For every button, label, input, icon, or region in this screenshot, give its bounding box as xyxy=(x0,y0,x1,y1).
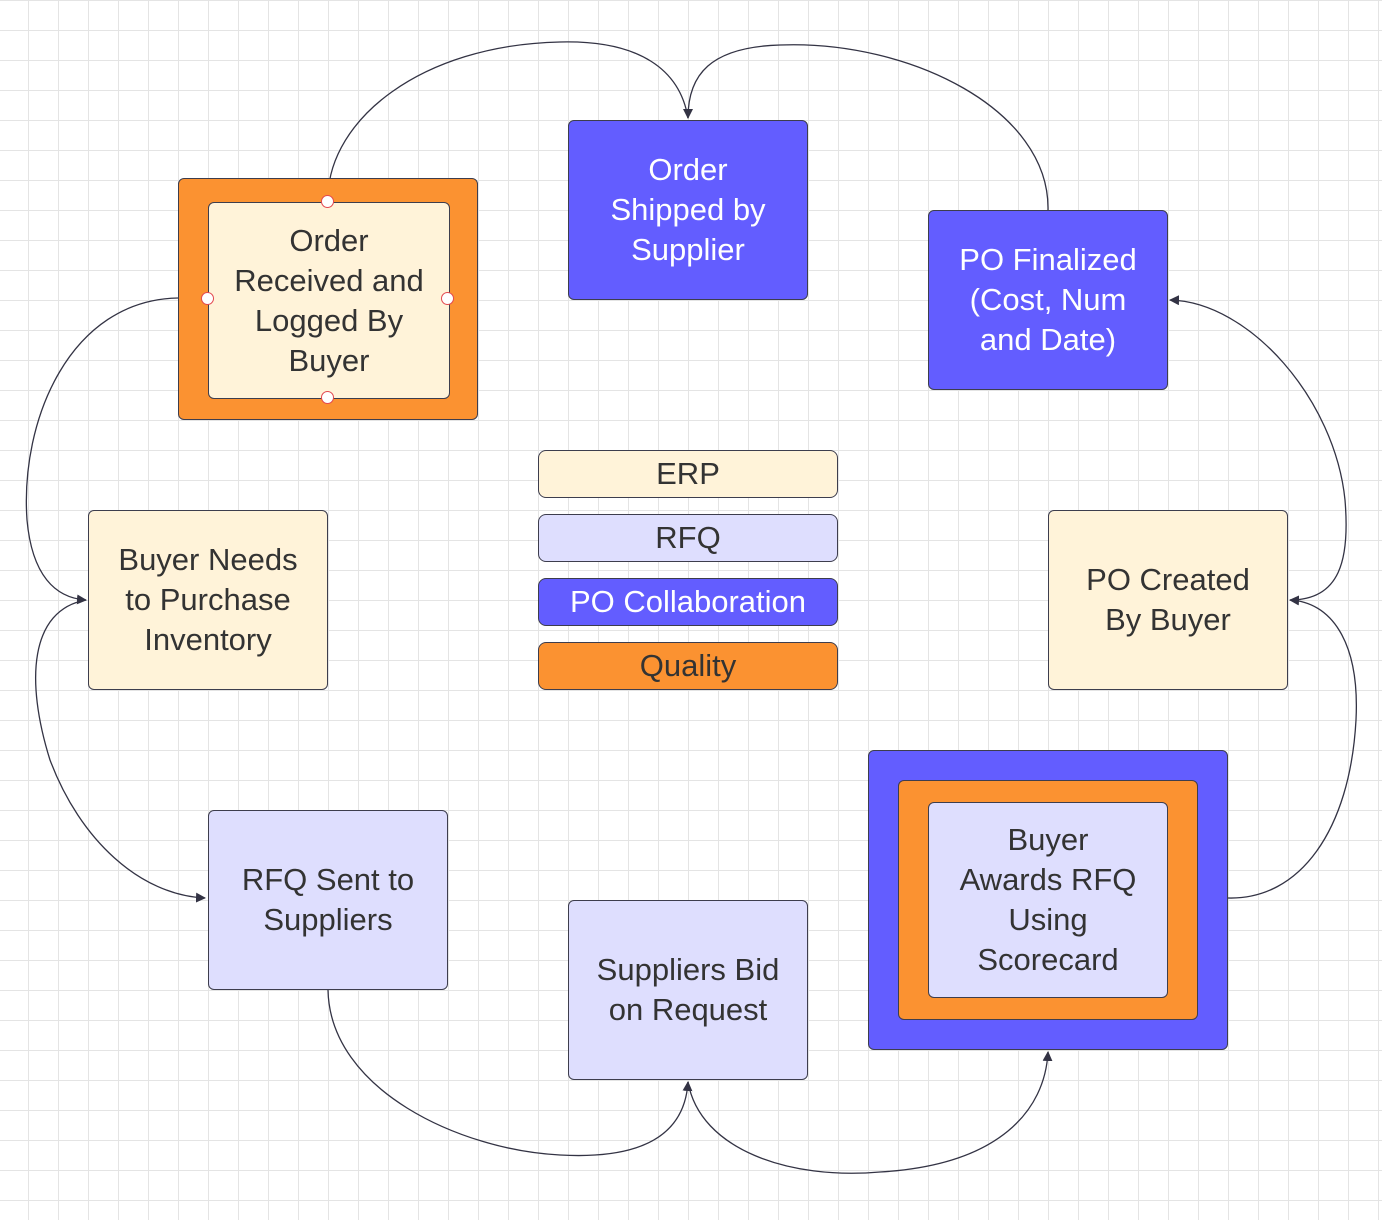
connection-handle-right[interactable] xyxy=(441,292,454,305)
legend-erp-label: ERP xyxy=(656,456,720,491)
legend-rfq-label: RFQ xyxy=(655,520,721,555)
order-received-label: Order Received and Logged By Buyer xyxy=(234,222,424,378)
legend-quality-label: Quality xyxy=(639,648,737,683)
buyer-awards-inner: Buyer Awards RFQ Using Scorecard xyxy=(928,802,1168,998)
suppliers-bid-node[interactable]: Suppliers Bid on Request xyxy=(568,900,808,1080)
connection-handle-top[interactable] xyxy=(321,195,334,208)
rfq-sent-node[interactable]: RFQ Sent to Suppliers xyxy=(208,810,448,990)
po-created-node[interactable]: PO Created By Buyer xyxy=(1048,510,1288,690)
order-received-node[interactable]: Order Received and Logged By Buyer xyxy=(178,178,478,420)
connection-handle-left[interactable] xyxy=(201,292,214,305)
po-created-label: PO Created By Buyer xyxy=(1086,562,1250,637)
buyer-awards-label: Buyer Awards RFQ Using Scorecard xyxy=(959,822,1137,977)
buyer-needs-node[interactable]: Buyer Needs to Purchase Inventory xyxy=(88,510,328,690)
suppliers-bid-label: Suppliers Bid on Request xyxy=(596,952,780,1027)
order-shipped-node[interactable]: Order Shipped by Supplier xyxy=(568,120,808,300)
order-received-inner: Order Received and Logged By Buyer xyxy=(208,202,450,399)
legend-po-collaboration: PO Collaboration xyxy=(538,578,838,626)
legend-po-collaboration-label: PO Collaboration xyxy=(569,584,807,619)
buyer-awards-middle: Buyer Awards RFQ Using Scorecard xyxy=(898,780,1198,1020)
order-shipped-label: Order Shipped by Supplier xyxy=(610,152,766,267)
buyer-needs-label: Buyer Needs to Purchase Inventory xyxy=(118,542,298,657)
legend-rfq: RFQ xyxy=(538,514,838,562)
po-finalized-label: PO Finalized (Cost, Num and Date) xyxy=(959,242,1137,357)
legend-quality: Quality xyxy=(538,642,838,690)
buyer-awards-node[interactable]: Buyer Awards RFQ Using Scorecard xyxy=(868,750,1228,1050)
legend-erp: ERP xyxy=(538,450,838,498)
connection-handle-bottom[interactable] xyxy=(321,391,334,404)
po-finalized-node[interactable]: PO Finalized (Cost, Num and Date) xyxy=(928,210,1168,390)
rfq-sent-label: RFQ Sent to Suppliers xyxy=(241,862,415,937)
